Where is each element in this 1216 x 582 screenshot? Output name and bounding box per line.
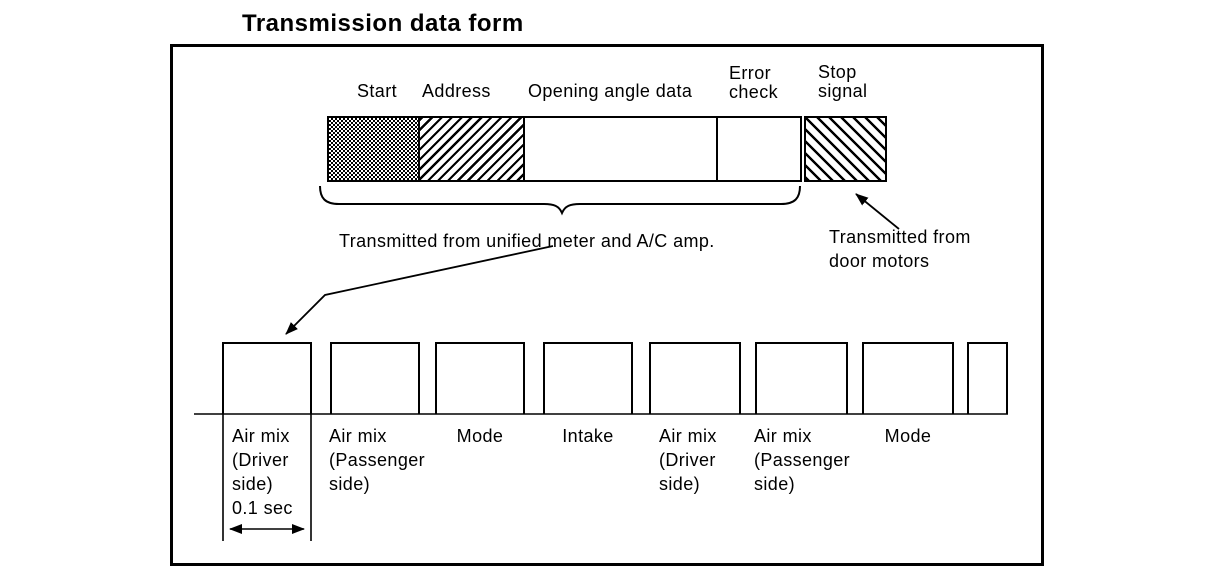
door-source-caption: Transmitted from door motors: [829, 225, 971, 273]
pulse-label-line: (Driver: [659, 450, 716, 470]
pulse-label-line: (Passenger: [754, 450, 851, 470]
pulse-label-line: Air mix: [754, 426, 812, 446]
segment-label-error-line2: check: [729, 82, 779, 102]
pulse-mode-1: [435, 342, 525, 414]
pulse-intake: [543, 342, 633, 414]
segment-error-check: [716, 116, 802, 182]
pulse-air-mix-passenger-1: [330, 342, 420, 414]
pulse-label-line: side): [232, 474, 274, 494]
pulse-air-mix-driver-2: [649, 342, 741, 414]
pulse-label-air-mix-driver-2: Air mix (Driver side): [659, 424, 717, 496]
door-source-caption-line2: door motors: [829, 251, 930, 271]
segment-label-error-check: Error check: [729, 64, 778, 102]
pulse-label-intake: Intake: [562, 426, 614, 446]
segment-label-start: Start: [357, 81, 398, 101]
pulse-label-line: side): [659, 474, 701, 494]
pulse-label-line: Air mix: [659, 426, 717, 446]
pulse-partial: [967, 342, 1008, 414]
duration-label: 0.1 sec: [232, 498, 293, 518]
page-title: Transmission data form: [242, 10, 524, 37]
pulse-label-mode-1: Mode: [456, 426, 504, 446]
segment-label-stop-line1: Stop: [818, 62, 857, 82]
segment-label-opening-angle-data: Opening angle data: [528, 81, 693, 101]
pulse-air-mix-driver-1: [222, 342, 312, 414]
pulse-mode-2: [862, 342, 954, 414]
pulse-label-line: side): [754, 474, 796, 494]
segment-opening-angle-data: [523, 116, 718, 182]
pulse-label-line: Air mix: [329, 426, 387, 446]
pulse-label-air-mix-driver-1: Air mix (Driver side) 0.1 sec: [232, 424, 293, 520]
segment-label-stop-line2: signal: [818, 81, 868, 101]
segment-address: [418, 116, 525, 182]
pulse-label-line: side): [329, 474, 371, 494]
segment-label-stop-signal: Stop signal: [818, 63, 867, 101]
segment-stop-signal: [804, 116, 887, 182]
segment-start: [327, 116, 420, 182]
meter-source-caption: Transmitted from unified meter and A/C a…: [339, 231, 715, 251]
pulse-label-air-mix-passenger-2: Air mix (Passenger side): [754, 424, 850, 496]
pulse-label-line: (Driver: [232, 450, 289, 470]
segment-label-error-line1: Error: [729, 63, 771, 83]
door-source-caption-line1: Transmitted from: [829, 227, 971, 247]
pulse-air-mix-passenger-2: [755, 342, 848, 414]
pulse-label-line: Air mix: [232, 426, 290, 446]
pulse-label-air-mix-passenger-1: Air mix (Passenger side): [329, 424, 425, 496]
pulse-label-line: (Passenger: [329, 450, 426, 470]
segment-label-address: Address: [422, 81, 491, 101]
pulse-label-mode-2: Mode: [884, 426, 932, 446]
